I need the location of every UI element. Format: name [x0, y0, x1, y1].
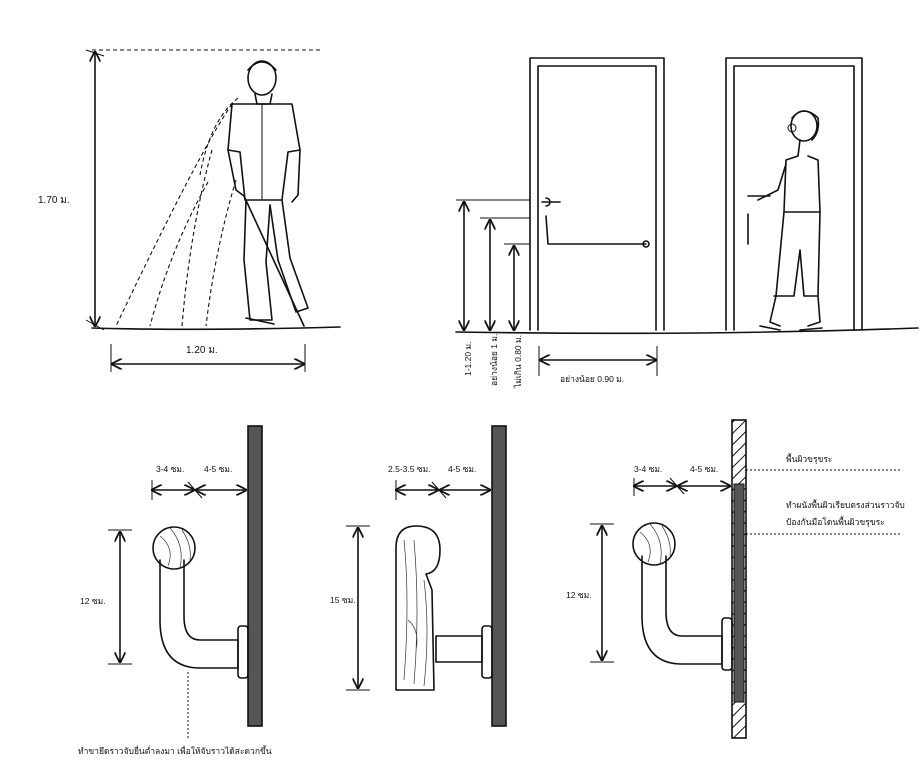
ground-line [91, 326, 341, 331]
wall-section [491, 425, 507, 727]
panel-doors: 1-1.20 ม. อย่างน้อย 1 ม. ไม่เกิน 0.80 ม.… [455, 57, 919, 389]
wall-section [247, 425, 263, 727]
gap-label: 3-4 ซม. [156, 464, 184, 474]
wall-distance-label: 4-5 ซม. [204, 464, 232, 474]
door-frame-right [725, 57, 863, 331]
grab-bar [545, 215, 647, 245]
door-frame-left [529, 57, 665, 331]
rail-round-profile [152, 526, 196, 570]
wall-distance-label: 4-5 ซม. [690, 464, 718, 474]
handle-height-label-3: ไม่เกิน 0.80 ม. [513, 335, 523, 389]
rail-round-profile [632, 522, 676, 566]
gap-label: 2.5-3.5 ซม. [388, 464, 431, 474]
smooth-wall-band [733, 483, 745, 703]
smooth-wall-note-1: ทำผนังพื้นผิวเรียบตรงส่วนราวจับ [786, 499, 905, 510]
door-width-label: อย่างน้อย 0.90 ม. [560, 374, 624, 384]
cane-user-figure [227, 60, 309, 327]
rail-bracket [159, 559, 239, 669]
panel-rail-textured: 3-4 ซม. 4-5 ซม. 12 ซม. พื้นผิวขรุขระ ทำผ… [566, 419, 905, 739]
panel-cane-user: 1.70 ม. 1.20 ม. [38, 49, 341, 372]
rail-height-label: 12 ซม. [566, 590, 592, 600]
rough-surface-label: พื้นผิวขรุขระ [786, 453, 832, 465]
panel-rail-round: 3-4 ซม. 4-5 ซม. 12 ซม. ทำขายึดราวจับยื่น… [78, 425, 272, 756]
woman-figure [757, 110, 823, 331]
rail-height-label: 15 ซม. [330, 595, 356, 605]
panel-rail-oval: 2.5-3.5 ซม. 4-5 ซม. 15 ซม. [330, 425, 507, 727]
rail-height-label: 12 ซม. [80, 596, 106, 606]
smooth-wall-note-2: ป้องกันมือโดนพื้นผิวขรุขระ [786, 516, 885, 528]
height-label: 1.70 ม. [38, 195, 70, 206]
rail-oval-profile [395, 525, 441, 691]
wall-distance-label: 4-5 ซม. [448, 464, 476, 474]
door-lever-handle [541, 197, 561, 207]
gap-label: 3-4 ซม. [634, 464, 662, 474]
handle-height-label-1: 1-1.20 ม. [463, 342, 473, 376]
width-label: 1.20 ม. [186, 345, 218, 356]
bracket-note: ทำขายึดราวจับยื่นต่ำลงมา เพื่อให้จับราวไ… [78, 745, 272, 756]
handle-height-label-2: อย่างน้อย 1 ม. [489, 334, 499, 386]
rail-bracket [641, 555, 723, 665]
